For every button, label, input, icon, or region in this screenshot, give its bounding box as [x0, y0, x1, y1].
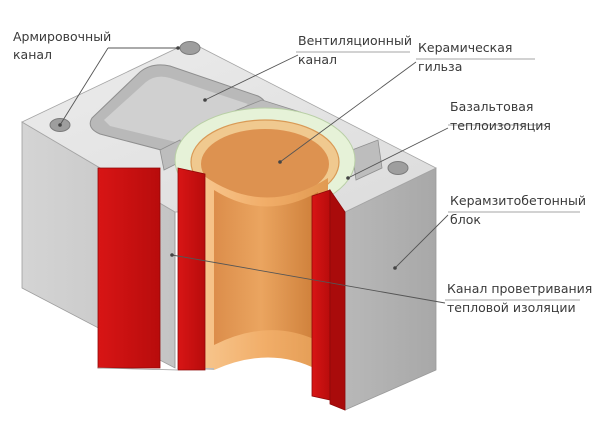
leader-basalt: [347, 127, 449, 179]
label-ventilation-line1: Вентиляционный: [298, 33, 412, 48]
label-ventilation-line2: канал: [298, 52, 337, 67]
label-airing-line2: тепловой изоляции: [447, 300, 576, 315]
label-basalt-line1: Базальтовая: [450, 99, 533, 114]
insulation-strip-left-outer: [97, 167, 161, 369]
leader-ventilation: [204, 54, 299, 101]
label-block-line2: блок: [450, 212, 481, 227]
side-slot-right: [351, 139, 383, 181]
reinforcement-hole-back: [179, 41, 201, 55]
label-reinforcement-line1: Армировочный: [13, 29, 111, 44]
label-ceramic-line1: Керамическая: [418, 40, 512, 55]
leader-reinforcement-2: [59, 47, 109, 126]
label-basalt-line2: теплоизоляция: [450, 118, 551, 133]
label-underlines: [296, 51, 580, 301]
leader-ceramic: [279, 61, 417, 163]
leader-lines: [59, 47, 449, 304]
ceramic-sleeve-opening: [201, 129, 329, 199]
leader-dots: [58, 46, 397, 270]
leader-airing: [171, 254, 446, 304]
reinforcement-hole-right: [387, 161, 409, 175]
ceramic-sleeve-inner-wall: [214, 190, 318, 345]
leader-block: [394, 214, 449, 269]
insulation-strip-right-inner: [311, 189, 331, 401]
label-block-line1: Керамзитобетонный: [450, 193, 586, 208]
cut-edge-line-2: [97, 367, 179, 371]
insulation-strip-left-inner: [177, 167, 206, 371]
label-ceramic-line2: гильза: [418, 59, 462, 74]
label-airing-line1: Канал проветривания: [447, 281, 592, 296]
label-reinforcement-line2: канал: [13, 47, 52, 62]
insulation-strip-right-outer: [329, 188, 346, 411]
